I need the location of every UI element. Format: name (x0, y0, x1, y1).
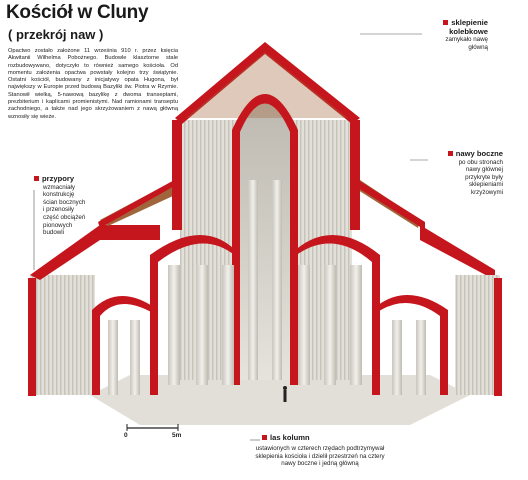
scale-start: 0 (124, 432, 128, 439)
scale-bar (126, 424, 179, 431)
label-marker (34, 176, 39, 181)
left-buttress-red (28, 278, 36, 396)
scale-end: 5m (172, 432, 182, 439)
label-przypory: przypory wzmacniały konstrukcję ścian bo… (34, 174, 104, 237)
sklepienie-heading-1: sklepienie (451, 18, 488, 27)
person-figure (283, 386, 287, 402)
left-outer-wall (30, 275, 95, 395)
przypory-line-0: wzmacniały (43, 183, 75, 191)
kolumny-line-1: sklepienia kościoła i dzielił przestrzeń… (255, 452, 385, 460)
kolumny-line-0: ustawionych w czterech rzędach podtrzymy… (255, 445, 385, 452)
label-nawy-boczne: nawy boczne po obu stronach nawy głównej… (413, 149, 503, 197)
label-marker (262, 435, 267, 440)
przypory-line-2: ścian bocznych (43, 198, 86, 206)
left-outer-arch-red (92, 296, 158, 395)
przypory-line-4: część obciążeń (43, 213, 86, 221)
left-aisle-arch-red (150, 235, 240, 395)
przypory-line-1: konstrukcję (43, 191, 75, 199)
right-clerestory-red (350, 120, 360, 230)
right-buttress-red (494, 278, 502, 396)
right-aisle-arch-red (290, 235, 380, 395)
nawy-line-3: sklepieniami (468, 181, 503, 189)
przypory-line-3: i przenosiły (43, 206, 74, 214)
left-lower-roof (30, 225, 160, 280)
label-sklepienie: sklepienie kolebkowe zamykało nawę główn… (398, 18, 488, 51)
page-subtitle: ( przekrój naw ) (8, 27, 104, 42)
page-title: Kościół w Cluny (6, 2, 149, 23)
przypory-heading: przypory (42, 174, 75, 183)
intro-text: Opactwo zostało założone 11 września 910… (8, 48, 178, 120)
nawy-heading: nawy boczne (455, 149, 503, 158)
nawy-line-1: nawy głównej (465, 166, 503, 174)
label-marker (447, 151, 453, 156)
przypory-line-5: pionowych (43, 221, 73, 229)
kolumny-line-2: nawy boczne i jedną główną (281, 460, 359, 468)
sklepienie-heading-2: kolebkowe (449, 26, 488, 36)
label-las-kolumn-text: ustawionych w czterech rzędach podtrzymy… (220, 445, 420, 468)
main-gable-wood (186, 52, 348, 118)
right-upper-roof-red (355, 178, 425, 230)
kolumny-heading: las kolumn (270, 433, 310, 442)
nawy-line-0: po obu stronach (458, 158, 503, 166)
label-las-kolumn: las kolumn (262, 433, 442, 443)
column-forest (108, 180, 426, 395)
nave-barrel-vault (240, 100, 290, 380)
sklepienie-text-2: główną (468, 43, 488, 51)
left-clerestory-red (172, 120, 182, 230)
main-vault-red-band (232, 94, 298, 385)
nawy-line-2: przykryte były (465, 173, 503, 181)
right-outer-arch-red (372, 295, 448, 395)
przypory-line-6: budowli (43, 229, 64, 237)
floor (90, 375, 470, 425)
right-lower-roof (420, 225, 495, 280)
label-marker (443, 20, 449, 25)
right-outer-wall (455, 275, 500, 395)
nawy-line-4: krzyżowymi (471, 188, 503, 196)
sklepienie-text-1: zamykało nawę (445, 36, 488, 44)
